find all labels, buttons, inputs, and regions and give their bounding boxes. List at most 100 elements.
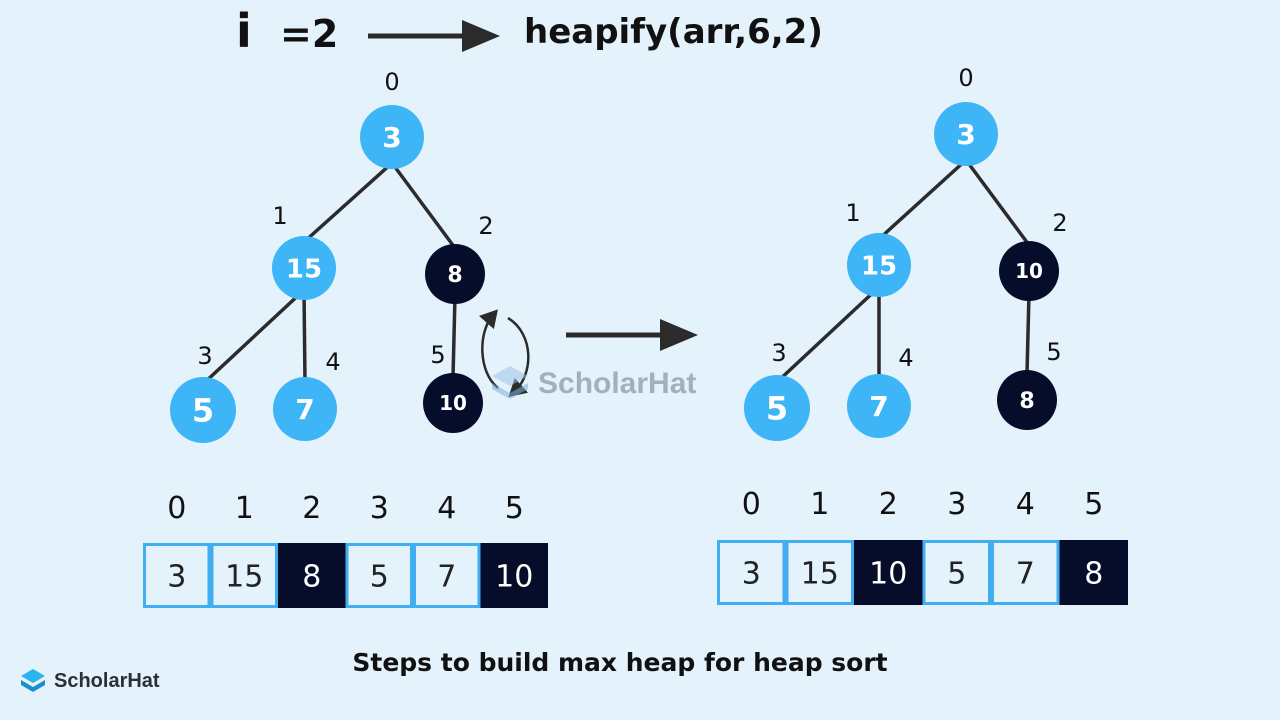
node-circle	[999, 241, 1059, 301]
array-cell-value: 15	[801, 557, 839, 592]
tree-edge	[775, 285, 881, 384]
node-circle	[170, 377, 236, 443]
tree-node: 7	[847, 374, 911, 438]
node-index-label: 3	[197, 342, 212, 370]
tree-edge	[1025, 292, 1031, 375]
node-value: 7	[295, 393, 314, 426]
array-cell-value: 8	[302, 560, 321, 595]
brand-logo[interactable]: ScholarHat	[18, 664, 160, 698]
node-value: 3	[956, 118, 975, 151]
node-index-label: 1	[845, 199, 860, 227]
node-circle	[744, 375, 810, 441]
node-circle	[425, 244, 485, 304]
stack-icon	[492, 366, 528, 399]
array-cell: 5	[345, 543, 413, 608]
array-cell-box	[1059, 540, 1128, 605]
tree-node: 7	[273, 377, 337, 441]
tree-node: 10	[999, 241, 1059, 301]
node-value: 8	[447, 263, 462, 288]
array-index-label: 2	[879, 487, 898, 522]
tree-edge	[964, 158, 1031, 247]
array-index-label: 1	[235, 491, 254, 526]
array-cell-box	[480, 543, 548, 608]
node-circle	[847, 233, 911, 297]
array-cell-box	[345, 543, 413, 608]
array-cell-value: 7	[437, 560, 456, 595]
heapify-call: heapify(arr,6,2)	[524, 12, 823, 52]
array-cell: 10	[480, 543, 548, 608]
node-value: 3	[382, 121, 401, 154]
array-index-label: 5	[1084, 487, 1103, 522]
tree-edge	[451, 295, 457, 378]
loop-variable: i	[236, 4, 252, 58]
node-index-label: 1	[272, 202, 287, 230]
node-circle	[360, 105, 424, 169]
array-cell: 15	[210, 543, 278, 608]
diagram-caption: Steps to build max heap for heap sort	[352, 648, 888, 677]
node-value: 10	[1015, 259, 1043, 283]
node-value: 8	[1019, 389, 1034, 414]
array-cell-box	[278, 543, 346, 608]
array-cell-value: 5	[370, 560, 389, 595]
array-cell-value: 7	[1016, 557, 1035, 592]
tree-node: 15	[847, 233, 911, 297]
logo-text: ScholarHat	[54, 669, 160, 692]
array-cell-box	[854, 540, 923, 605]
array-index-label: 1	[810, 487, 829, 522]
array-index-label: 4	[1016, 487, 1035, 522]
header-arrow	[368, 20, 500, 52]
array-cell-value: 3	[167, 560, 186, 595]
array-index-label: 3	[947, 487, 966, 522]
node-index-label: 0	[958, 64, 973, 92]
node-index-label: 5	[1046, 338, 1061, 366]
tree-edge	[201, 288, 306, 386]
node-index-label: 5	[430, 341, 445, 369]
array-cell-value: 10	[495, 560, 533, 595]
array-cell-box	[143, 543, 211, 608]
node-index-label: 4	[898, 344, 913, 372]
tree-edge	[390, 161, 457, 250]
transition-arrow	[566, 319, 698, 351]
node-circle	[847, 374, 911, 438]
array-cell-value: 10	[869, 557, 907, 592]
swap-arrows-icon	[478, 309, 530, 398]
tree-edge	[302, 289, 307, 384]
node-circle	[272, 236, 336, 300]
node-index-label: 0	[384, 68, 399, 96]
tree-node: 5	[170, 377, 236, 443]
node-value: 15	[861, 251, 897, 281]
array-cell: 10	[854, 540, 923, 605]
node-circle	[423, 373, 483, 433]
node-index-label: 2	[1052, 209, 1067, 237]
array-index-label: 5	[505, 491, 524, 526]
tree-node: 15	[272, 236, 336, 300]
node-circle	[273, 377, 337, 441]
tree-node: 3	[360, 105, 424, 169]
array-cell-box	[922, 540, 991, 605]
tree-node: 5	[744, 375, 810, 441]
array-cell: 15	[785, 540, 854, 605]
array-cell-value: 8	[1084, 557, 1103, 592]
array-index-label: 3	[370, 491, 389, 526]
array-cell-value: 3	[742, 557, 761, 592]
array-cell-box	[717, 540, 786, 605]
node-value: 7	[869, 390, 888, 423]
array-cell: 7	[413, 543, 481, 608]
tree-edge	[877, 158, 968, 241]
array-index-label: 0	[167, 491, 186, 526]
node-circle	[934, 102, 998, 166]
array-index-label: 4	[437, 491, 456, 526]
node-value: 10	[439, 391, 467, 415]
stack-icon	[21, 669, 45, 692]
array-cell-box	[991, 540, 1060, 605]
node-index-label: 3	[771, 339, 786, 367]
array-cell: 8	[1059, 540, 1128, 605]
array-cell: 3	[143, 543, 211, 608]
node-index-label: 4	[325, 348, 340, 376]
array-cell-value: 15	[225, 560, 263, 595]
array-cell: 7	[991, 540, 1060, 605]
node-value: 15	[286, 254, 322, 284]
